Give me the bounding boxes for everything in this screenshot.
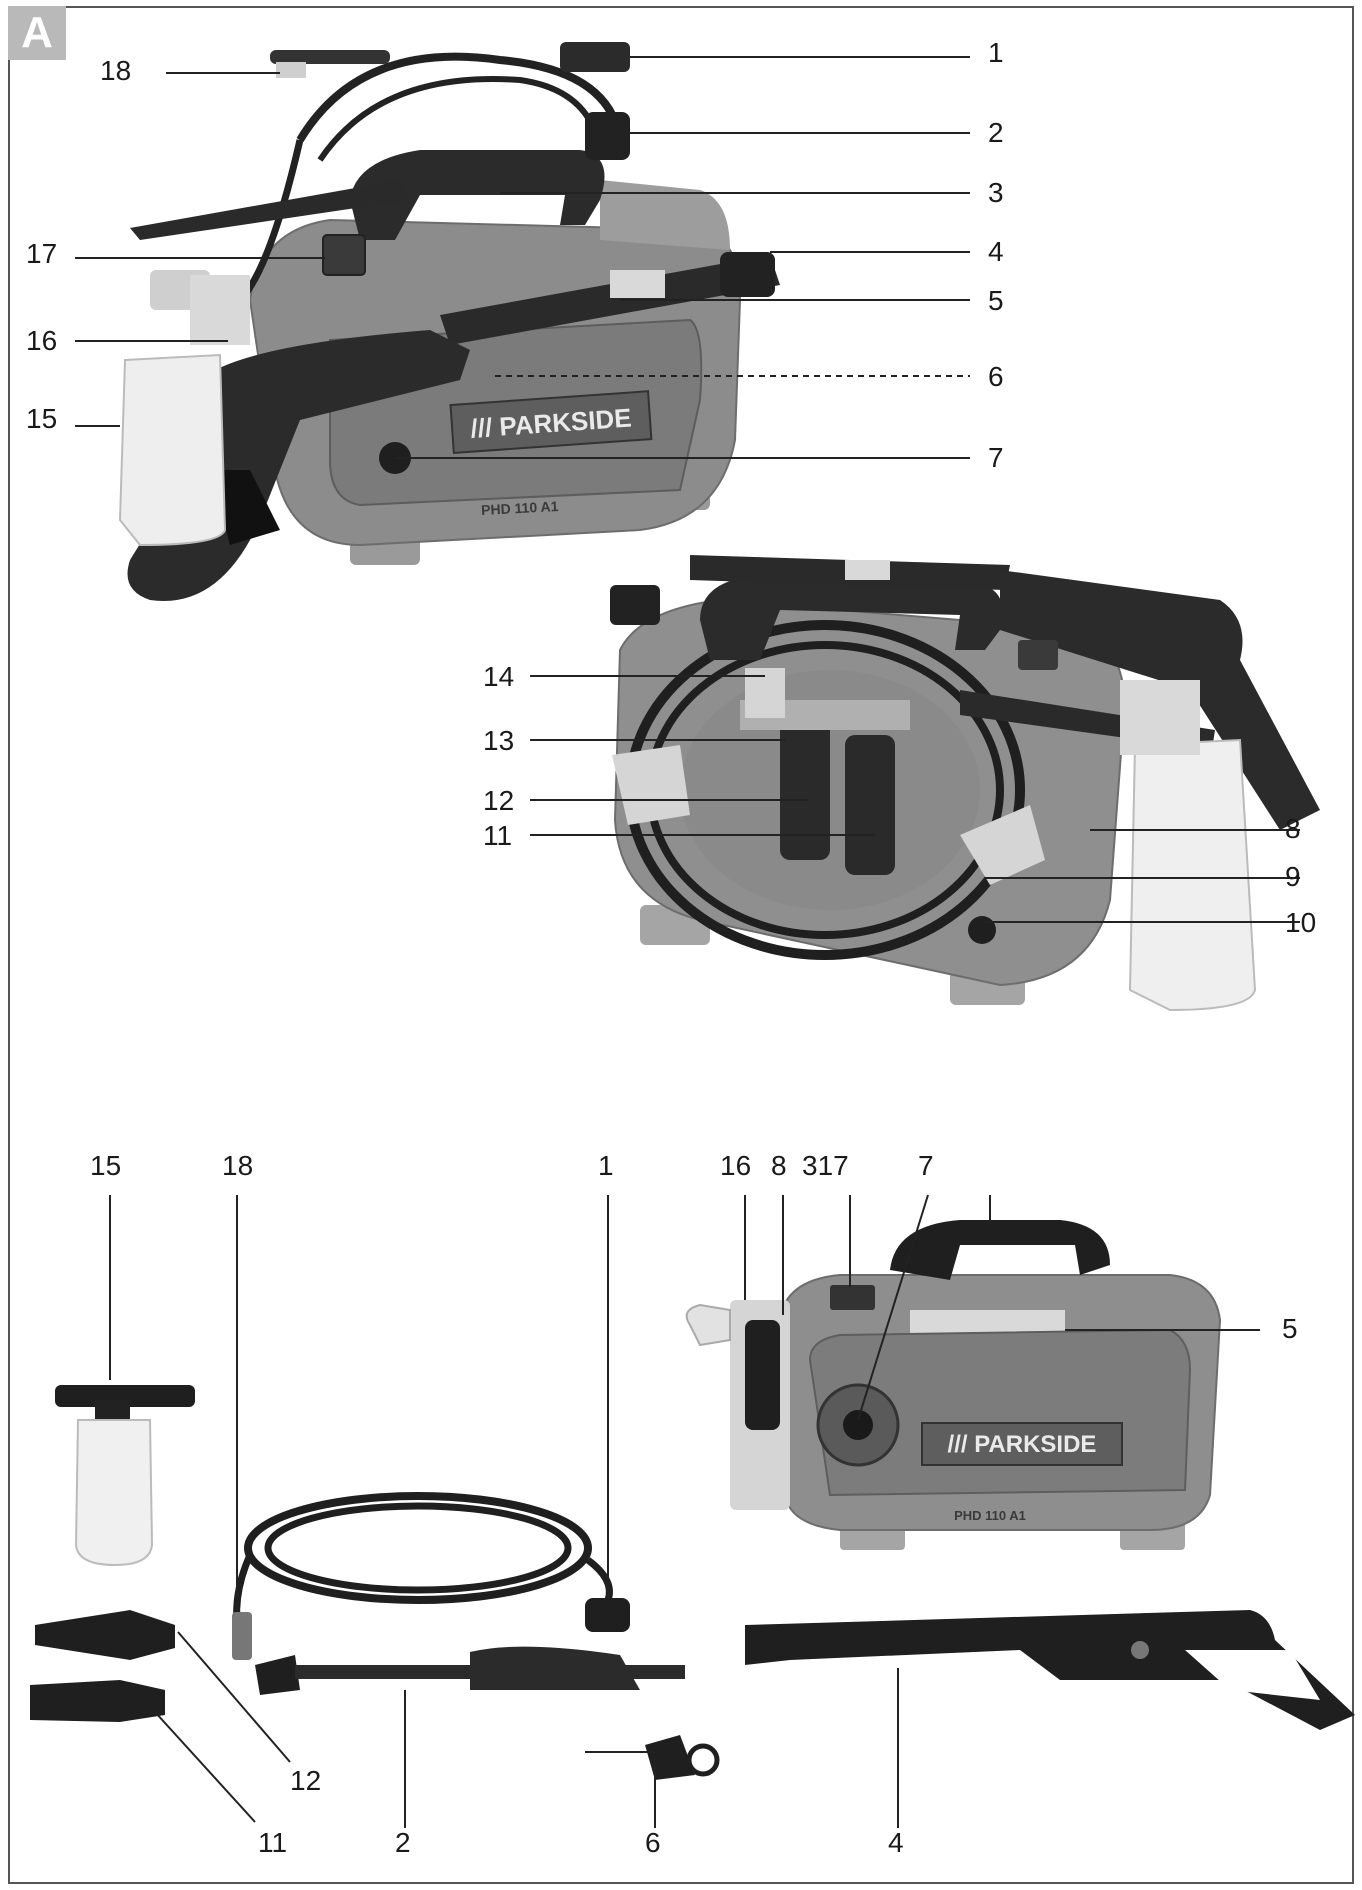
- bottom-label-11: 11: [258, 1827, 287, 1858]
- label-4: 4: [988, 236, 1004, 267]
- side-brand-plate: [921, 1422, 1123, 1466]
- label-8: 8: [1285, 813, 1301, 844]
- label-9: 9: [1285, 861, 1301, 892]
- side-brand-logo: /// PARKSIDE: [948, 1431, 1097, 1458]
- bottom-label-7: 7: [918, 1150, 934, 1181]
- label-17: 17: [26, 238, 57, 269]
- label-18: 18: [100, 55, 131, 86]
- bottom-label-8: 8: [771, 1150, 787, 1181]
- front-hose-coil-outer: [296, 52, 624, 143]
- bottom-labels: 15 18 1 16 8 317 7 5 12 11 2 6 4: [90, 1150, 1298, 1858]
- bottom-label-18: 18: [222, 1150, 253, 1181]
- part-hose-coil-outer: [244, 1492, 592, 1604]
- front-on-off-switch: [322, 234, 366, 276]
- front-brand-plate: /// PARKSIDE: [449, 390, 653, 454]
- part-detergent-bottle: [74, 1419, 154, 1567]
- label-6: 6: [988, 361, 1004, 392]
- part-foam-nozzle-head: [55, 1385, 195, 1407]
- front-spray-lance: [130, 180, 410, 240]
- side-stored-nozzle: [745, 1320, 780, 1430]
- front-hose-quick-coupler: [270, 50, 390, 64]
- label-1: 1: [988, 37, 1004, 68]
- side-water-inlet: [843, 1410, 873, 1440]
- part-seal-6: [645, 1735, 695, 1780]
- back-tank-holder: [1120, 680, 1200, 755]
- label-10: 10: [1285, 907, 1316, 938]
- back-high-pressure-outlet: [968, 916, 996, 944]
- bottom-label-16: 16: [720, 1150, 751, 1181]
- label-12: 12: [483, 785, 514, 816]
- part-gun-trigger-pin: [1131, 1641, 1149, 1659]
- front-top-grooves: [600, 180, 730, 250]
- washer-front-view: /// PARKSIDE PHD 110 A1: [118, 42, 780, 601]
- side-carry-handle: [890, 1220, 1110, 1280]
- back-nozzle-slot-2: [845, 735, 895, 875]
- bottom-label-12: 12: [290, 1765, 321, 1796]
- bottom-label-2: 2: [395, 1827, 411, 1858]
- bottom-label-15: 15: [90, 1150, 121, 1181]
- label-5: 5: [988, 285, 1004, 316]
- figure-label-badge: A: [8, 6, 66, 60]
- label-13: 13: [483, 725, 514, 756]
- back-lance-clip: [845, 560, 890, 580]
- part-hose-coil-inner: [264, 1502, 572, 1594]
- part-nozzle-12: [35, 1610, 175, 1660]
- back-left-hook: [612, 745, 690, 825]
- front-model-text: PHD 110 A1: [481, 498, 559, 518]
- front-gun-trigger-guard: [210, 470, 280, 545]
- top-labels: 1 2 3 4 5 6 7 18 17 16 15: [26, 37, 1004, 473]
- front-detergent-tank: [118, 353, 227, 547]
- label-11: 11: [483, 820, 512, 851]
- front-lance-holder-clip: [610, 270, 665, 298]
- part-hose-end-right: [585, 1557, 613, 1602]
- front-lance-grip-cap: [585, 112, 630, 160]
- bottom-label-1: 1: [598, 1150, 614, 1181]
- front-hose-connector: [560, 42, 630, 72]
- front-hose-tip: [276, 62, 306, 78]
- front-side-lance: [440, 255, 780, 345]
- top-leader-lines: [75, 56, 970, 459]
- back-carry-handle: [700, 575, 1003, 660]
- middle-leader-lines: [530, 675, 1300, 923]
- bottom-label-3-17: 317: [802, 1150, 849, 1181]
- label-3: 3: [988, 177, 1004, 208]
- part-hose-coupler: [232, 1612, 252, 1660]
- back-nozzle-slot-1: [780, 720, 830, 860]
- label-2: 2: [988, 117, 1004, 148]
- middle-labels: 14 13 12 11 8 9 10: [483, 661, 1316, 938]
- label-7: 7: [988, 442, 1004, 473]
- back-on-off-switch: [1018, 640, 1058, 670]
- back-hose-connector: [610, 585, 660, 625]
- front-nozzle-holder: [190, 275, 250, 345]
- front-hose-coil-inner: [317, 76, 603, 162]
- side-model-text: PHD 110 A1: [954, 1508, 1026, 1523]
- washer-back-view: [610, 555, 1320, 1012]
- bottom-label-6: 6: [645, 1827, 661, 1858]
- part-lance-end: [255, 1655, 300, 1695]
- label-14: 14: [483, 661, 514, 692]
- side-nozzle-clip: [685, 1303, 731, 1347]
- part-hose-connector: [585, 1598, 630, 1632]
- back-right-hook: [960, 805, 1045, 885]
- back-detergent-tank: [1128, 738, 1257, 1012]
- part-o-ring-6: [686, 1743, 720, 1777]
- bottom-leader-lines: [109, 1194, 1260, 1828]
- part-gun-grip-hole: [1185, 1650, 1320, 1700]
- front-side-lance-tip: [720, 252, 775, 297]
- side-on-off-switch: [830, 1285, 875, 1310]
- figure-frame: [8, 6, 1354, 1884]
- parts-overview: /// PARKSIDE PHD 110 A1: [30, 1220, 1355, 1780]
- part-spray-gun: [745, 1610, 1355, 1730]
- bottom-label-5: 5: [1282, 1313, 1298, 1344]
- front-carry-handle: [350, 150, 605, 240]
- bottom-label-4: 4: [888, 1827, 904, 1858]
- part-nozzle-11: [30, 1680, 165, 1722]
- label-15: 15: [26, 403, 57, 434]
- label-16: 16: [26, 325, 57, 356]
- part-lance-grip: [470, 1646, 640, 1690]
